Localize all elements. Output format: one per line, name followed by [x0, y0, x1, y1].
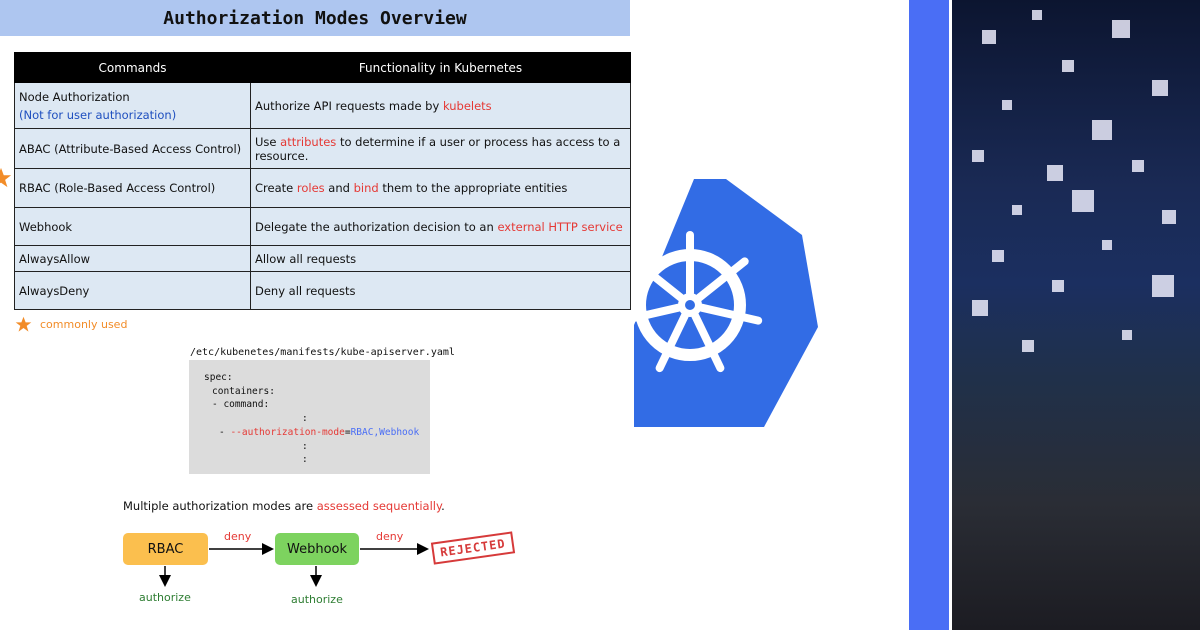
star-icon [15, 316, 32, 332]
code-block: spec: containers: - command: : - --autho… [189, 360, 430, 474]
code-dots: : [302, 413, 308, 424]
functionality-text: Delegate the authorization decision to a… [255, 219, 498, 234]
table-row: Webhook Delegate the authorization decisi… [14, 207, 631, 246]
header-functionality: Functionality in Kubernetes [250, 52, 631, 83]
command-name: AlwaysAllow [19, 251, 91, 266]
deny-label: deny [376, 530, 404, 543]
command-cell: RBAC (Role-Based Access Control) [14, 168, 251, 208]
code-dots: : [302, 454, 308, 465]
table-row: RBAC (Role-Based Access Control) Create r… [14, 168, 631, 208]
command-name: Node Authorization [19, 89, 130, 104]
functionality-text: them to the appropriate entities [378, 181, 568, 195]
code-dots: : [302, 441, 308, 452]
blue-stripe [909, 0, 949, 630]
command-name: AlwaysDeny [19, 283, 90, 298]
functionality-text: Create [255, 181, 297, 195]
table-row: AlwaysAllow Allow all requests [14, 245, 631, 272]
overview-panel: Authorization Modes Overview Commands Fu… [0, 0, 631, 606]
legend: commonly used [15, 316, 127, 333]
functionality-cell: Delegate the authorization decision to a… [250, 207, 631, 246]
functionality-cell: Use attributes to determine if a user or… [250, 128, 631, 169]
functionality-cell: Deny all requests [250, 271, 631, 310]
webhook-box: Webhook [275, 533, 359, 565]
highlight-text: external HTTP service [497, 219, 623, 234]
highlight-text: kubelets [442, 98, 492, 113]
functionality-text: Deny all requests [255, 283, 356, 298]
note-suffix: . [441, 499, 445, 513]
legend-label: commonly used [40, 318, 128, 331]
highlight-text: attributes [280, 134, 337, 149]
command-name: RBAC (Role-Based Access Control) [19, 181, 216, 195]
code-flag-prefix: - [219, 427, 231, 438]
authorization-modes-table: Commands Functionality in Kubernetes Nod… [14, 52, 631, 310]
command-cell: ABAC (Attribute-Based Access Control) [14, 128, 251, 169]
flow-arrows [159, 543, 429, 587]
star-icon [0, 167, 12, 188]
command-cell: Webhook [14, 207, 251, 246]
code-command: - command: [212, 399, 270, 410]
code-containers: containers: [212, 386, 275, 397]
functionality-text: Authorize API requests made by [255, 98, 443, 113]
kubernetes-logo-icon [634, 179, 818, 427]
deny-label: deny [224, 530, 252, 543]
note-prefix: Multiple authorization modes are [123, 499, 317, 513]
header-commands: Commands [14, 52, 251, 83]
table-row: Node Authorization (Not for user authoriz… [14, 82, 631, 129]
authorize-label: authorize [139, 591, 191, 604]
command-cell: AlwaysAllow [14, 245, 251, 272]
file-path: /etc/kubenetes/manifests/kube-apiserver.… [190, 347, 455, 358]
highlight-text: bind [353, 181, 379, 195]
functionality-cell: Authorize API requests made by kubelets [250, 82, 631, 129]
highlight-text: roles [296, 181, 325, 195]
note-highlight: assessed sequentially [316, 499, 442, 513]
code-flag-line: - --authorization-mode=RBAC,Webhook [219, 426, 419, 440]
table-row: ABAC (Attribute-Based Access Control) Use… [14, 128, 631, 169]
command-cell: Node Authorization (Not for user authoriz… [14, 82, 251, 129]
code-spec: spec: [204, 372, 233, 383]
code-flag-value: RBAC,Webhook [350, 427, 420, 438]
functionality-text: Allow all requests [255, 251, 357, 266]
functionality-text: and [324, 181, 354, 195]
code-flag: --authorization-mode [230, 427, 345, 438]
command-name: ABAC (Attribute-Based Access Control) [19, 141, 242, 156]
functionality-cell: Create roles and bind them to the approp… [250, 168, 631, 208]
code-eq: = [344, 427, 351, 438]
sequence-note: Multiple authorization modes are assesse… [123, 499, 445, 513]
functionality-text: to determine if a user or process has ac… [255, 134, 621, 163]
background-photo [952, 0, 1200, 630]
functionality-text: Use [255, 134, 281, 149]
command-cell: AlwaysDeny [14, 271, 251, 310]
page-title: Authorization Modes Overview [0, 0, 630, 36]
command-note: (Not for user authorization) [19, 107, 177, 122]
command-name: Webhook [19, 219, 73, 234]
functionality-cell: Allow all requests [250, 245, 631, 272]
table-row: AlwaysDeny Deny all requests [14, 271, 631, 310]
rbac-box: RBAC [123, 533, 208, 565]
authorize-label: authorize [291, 593, 343, 606]
